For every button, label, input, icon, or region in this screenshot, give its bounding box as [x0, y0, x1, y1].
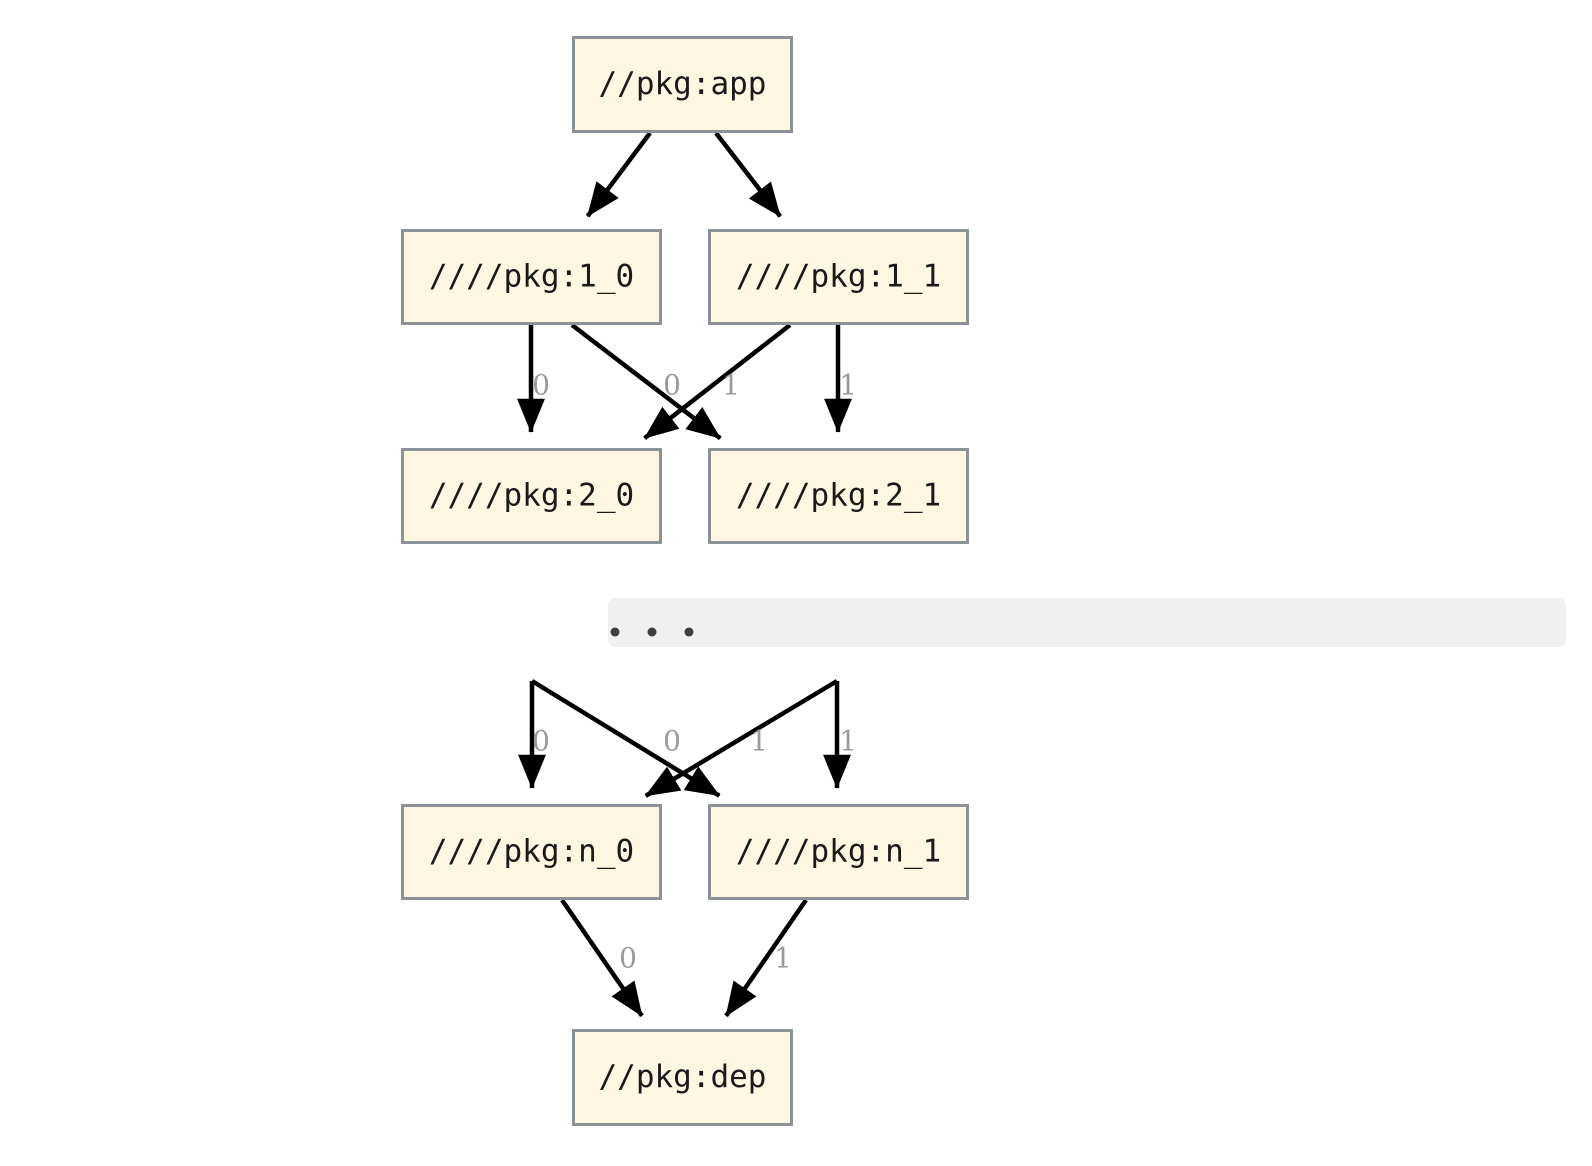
edge-app-to-n1_0 — [585, 131, 652, 218]
edge-label-nn_1-to-dep: 1 — [774, 942, 792, 975]
node-box-n2_1[interactable] — [708, 448, 969, 544]
edge-label-n1_0-to-n2_0: 0 — [532, 369, 550, 402]
edge-cut_right-to-nn_0 — [644, 679, 839, 798]
node-label-n1_1: ////pkg:1_1 — [736, 259, 941, 295]
edge-label-n1_1-to-n2_0: 1 — [722, 369, 740, 402]
node-nn_0[interactable]: ////pkg:n_0 — [401, 804, 662, 900]
node-label-nn_1: ////pkg:n_1 — [736, 834, 941, 870]
edge-nn_1-to-dep — [724, 898, 808, 1018]
node-box-n1_1[interactable] — [708, 229, 969, 325]
node-label-app: //pkg:app — [599, 66, 767, 102]
edge-label-cut_left-to-nn_0: 0 — [532, 725, 550, 758]
node-label-nn_0: ////pkg:n_0 — [429, 834, 634, 870]
node-n1_0[interactable]: ////pkg:1_0 — [401, 229, 662, 325]
ellipsis-dot-0 — [610, 627, 620, 637]
nodes-layer: //pkg:app ////pkg:1_0 ////pkg:1_1 ////pkg:2… — [401, 36, 969, 1126]
ellipsis-dot-2 — [684, 627, 694, 637]
ellipsis-separator — [608, 598, 1566, 647]
node-label-n2_1: ////pkg:2_1 — [736, 478, 941, 514]
edge-label-n1_0-to-n2_1: 0 — [663, 369, 681, 402]
edges-layer — [517, 131, 852, 1018]
node-label-n2_0: ////pkg:2_0 — [429, 478, 634, 514]
node-dep[interactable]: //pkg:dep — [572, 1029, 793, 1126]
node-box-n2_0[interactable] — [401, 448, 662, 544]
node-box-app[interactable] — [572, 36, 793, 133]
node-label-n1_0: ////pkg:1_0 — [429, 259, 634, 295]
node-box-n1_0[interactable] — [401, 229, 662, 325]
edge-label-cut_right-to-nn_1: 1 — [839, 725, 857, 758]
edge-label-nn_0-to-dep: 0 — [619, 942, 637, 975]
edge-cut_left-to-nn_1 — [530, 679, 721, 798]
node-box-nn_1[interactable] — [708, 804, 969, 900]
node-label-dep: //pkg:dep — [599, 1059, 767, 1095]
edge-label-cut_left-to-nn_1: 0 — [663, 725, 681, 758]
edge-labels-layer: 0 0 1 1 0 0 1 1 0 1 — [532, 369, 857, 975]
edge-app-to-n1_1 — [714, 131, 783, 218]
node-box-nn_0[interactable] — [401, 804, 662, 900]
node-nn_1[interactable]: ////pkg:n_1 — [708, 804, 969, 900]
ellipsis-dot-1 — [647, 627, 657, 637]
edge-label-cut_right-to-nn_0: 1 — [750, 725, 768, 758]
node-n1_1[interactable]: ////pkg:1_1 — [708, 229, 969, 325]
edge-n1_0-to-n2_1 — [570, 323, 722, 441]
node-n2_1[interactable]: ////pkg:2_1 — [708, 448, 969, 544]
node-box-dep[interactable] — [572, 1029, 793, 1126]
node-n2_0[interactable]: ////pkg:2_0 — [401, 448, 662, 544]
ellipsis-dots — [610, 627, 694, 637]
ellipsis-band — [608, 598, 1566, 647]
edge-nn_0-to-dep — [560, 898, 644, 1018]
edge-label-n1_1-to-n2_1: 1 — [839, 369, 857, 402]
node-app[interactable]: //pkg:app — [572, 36, 793, 133]
edge-n1_1-to-n2_0 — [643, 323, 792, 440]
